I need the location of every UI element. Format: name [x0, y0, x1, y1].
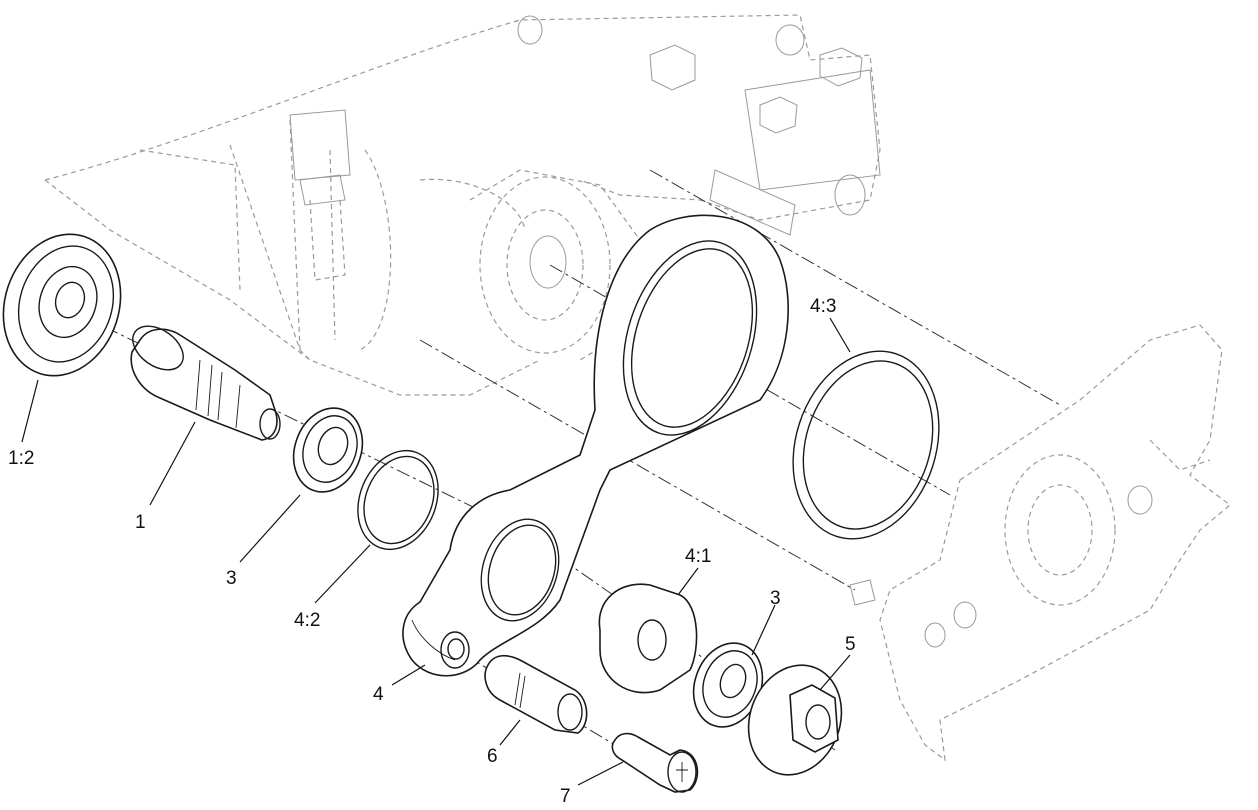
- pivot-arm-part: [402, 214, 789, 677]
- bushing-part: [598, 583, 698, 694]
- callout-1: 1: [135, 512, 146, 533]
- o-ring-large-part: [792, 350, 940, 540]
- housing-phantom: [44, 14, 881, 396]
- callout-6: 6: [487, 746, 498, 767]
- callout-3-right: 3: [770, 588, 781, 609]
- pivot-shaft-part: [130, 325, 281, 441]
- callout-1-2: 1:2: [8, 448, 34, 469]
- spacer-sleeve-part: [484, 654, 588, 734]
- callout-4: 4: [373, 684, 384, 705]
- flange-nut-part: [747, 664, 843, 776]
- callout-labels: 1:2 1 3 4:2 4 6 7 4:1 3 5 4:3: [8, 296, 856, 807]
- callout-4-1: 4:1: [685, 546, 711, 567]
- callout-3-left: 3: [226, 568, 237, 589]
- callout-7: 7: [560, 786, 571, 807]
- callout-4-2: 4:2: [294, 610, 320, 631]
- o-ring-small-part: [357, 449, 439, 551]
- leader-lines: [21, 317, 851, 786]
- callout-5: 5: [845, 634, 856, 655]
- washer-left-part: [292, 407, 364, 493]
- bolt-part: [611, 732, 699, 793]
- callout-4-3: 4:3: [810, 296, 836, 317]
- bracket-phantom: [849, 324, 1231, 762]
- seal-cap-part: [2, 233, 122, 377]
